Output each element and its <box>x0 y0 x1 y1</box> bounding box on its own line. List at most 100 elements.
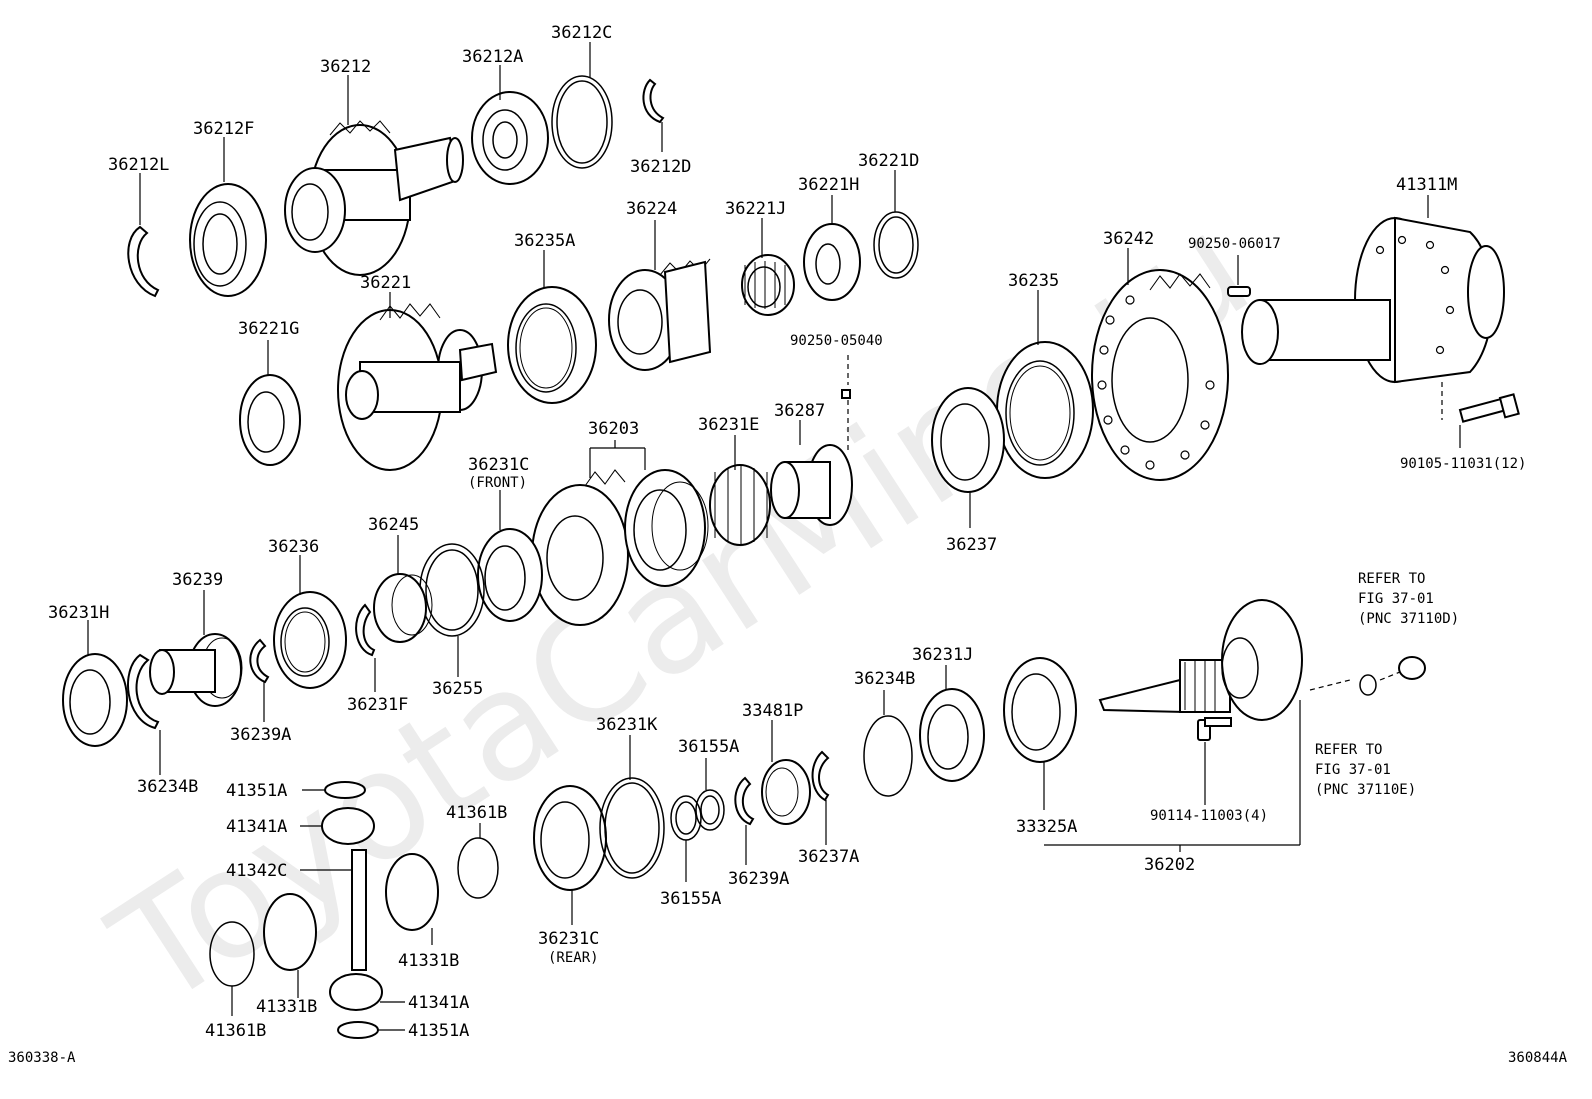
label-36231K: 36231K <box>596 715 658 735</box>
label-41331B-bottom: 41331B <box>256 997 317 1017</box>
part-refer-washer-37110E[interactable] <box>1359 674 1377 696</box>
part-36239A-snap-ring-mid[interactable] <box>734 776 755 826</box>
label-36231H: 36231H <box>48 603 109 623</box>
part-36221-gear[interactable] <box>337 303 498 471</box>
label-90250-05040: 90250-05040 <box>790 333 883 349</box>
label-36245: 36245 <box>368 515 419 535</box>
part-36212L-snap-ring[interactable] <box>127 225 160 298</box>
part-36239A-snap-ring-left[interactable] <box>249 638 270 684</box>
part-41331B-gear-bottom[interactable] <box>263 893 317 971</box>
part-labels: 36212 36212A 36212C 36212F 36212L 36212D… <box>48 23 1526 1041</box>
label-36287: 36287 <box>774 401 825 421</box>
part-36231H-bearing[interactable] <box>62 653 128 747</box>
label-36234B-right: 36234B <box>854 669 915 689</box>
part-36224-gear[interactable] <box>608 258 712 371</box>
part-41341A-pinion-top[interactable] <box>321 807 375 845</box>
label-36221H: 36221H <box>798 175 859 195</box>
label-41341A-bottom: 41341A <box>408 993 469 1013</box>
label-36212: 36212 <box>320 57 371 77</box>
label-refer1-line3: (PNC 37110D) <box>1358 611 1459 627</box>
part-36231F-snap-ring[interactable] <box>355 603 376 657</box>
part-41351A-washer-bottom[interactable] <box>337 1021 379 1039</box>
part-36231K-ring[interactable] <box>599 777 665 879</box>
part-36245-needle-bearing[interactable] <box>373 573 433 643</box>
label-33481P: 33481P <box>742 701 803 721</box>
label-36221D: 36221D <box>858 151 919 171</box>
label-36231C-front: 36231C <box>468 455 529 475</box>
part-36212C-snap-ring[interactable] <box>551 75 613 169</box>
part-36221H-bearing[interactable] <box>803 223 861 301</box>
label-36231F: 36231F <box>347 695 408 715</box>
part-36212-gear[interactable] <box>284 120 464 276</box>
label-90105-11031: 90105-11031(12) <box>1400 456 1526 472</box>
part-41342C-shaft[interactable] <box>351 849 367 971</box>
part-36212F-bearing[interactable] <box>189 183 267 297</box>
part-41341A-pinion-bottom[interactable] <box>329 973 383 1011</box>
part-36242-ring-gear[interactable] <box>1091 269 1229 481</box>
label-36239A-mid: 36239A <box>728 869 789 889</box>
part-90105-11031-bolt[interactable] <box>1458 393 1520 423</box>
part-36155A-washers[interactable] <box>670 789 725 841</box>
part-36236-ring[interactable] <box>273 591 347 689</box>
part-41311M-differential-case[interactable] <box>1241 216 1505 384</box>
part-41351A-washer-top[interactable] <box>324 781 366 799</box>
label-36231C-rear: 36231C <box>538 929 599 949</box>
label-41341A-top: 41341A <box>226 817 287 837</box>
part-36231C-rear-bearing[interactable] <box>533 785 607 891</box>
label-refer2-line2: FIG 37-01 <box>1315 762 1391 778</box>
label-41331B-top: 41331B <box>398 951 459 971</box>
label-41361B-bottom: 41361B <box>205 1021 266 1041</box>
label-36155A-top: 36155A <box>678 737 739 757</box>
part-36239-shaft[interactable] <box>149 633 243 707</box>
part-41331B-gear-top[interactable] <box>385 853 439 931</box>
label-36212D: 36212D <box>630 157 691 177</box>
label-36237A: 36237A <box>798 847 859 867</box>
label-41351A-bottom: 41351A <box>408 1021 469 1041</box>
label-41351A-top: 41351A <box>226 781 287 801</box>
part-36235-ring-gear[interactable] <box>996 341 1094 479</box>
label-33325A: 33325A <box>1016 817 1077 837</box>
label-refer1-line2: FIG 37-01 <box>1358 591 1434 607</box>
part-36234B-snap-ring-left[interactable] <box>127 653 160 730</box>
label-36224: 36224 <box>626 199 677 219</box>
part-36221G-bearing[interactable] <box>239 374 301 466</box>
part-refer-nut-37110D[interactable] <box>1398 656 1426 680</box>
label-36155A-bottom: 36155A <box>660 889 721 909</box>
part-36202-output-shaft[interactable] <box>1098 599 1303 721</box>
part-36231C-front-bearing[interactable] <box>477 528 543 622</box>
part-90250-06017-pin[interactable] <box>1227 286 1251 297</box>
label-36242: 36242 <box>1103 229 1154 249</box>
figure-code-left: 360338-A <box>8 1050 76 1066</box>
label-front-note: (FRONT) <box>468 475 527 491</box>
part-36237-plate[interactable] <box>931 387 1005 493</box>
part-33481P[interactable] <box>761 759 811 825</box>
label-36221G: 36221G <box>238 319 299 339</box>
label-36203: 36203 <box>588 419 639 439</box>
part-36221J-needle-bearing[interactable] <box>741 254 795 316</box>
label-36212C: 36212C <box>551 23 612 43</box>
part-36235A-ring[interactable] <box>507 286 597 404</box>
part-36212D-clip[interactable] <box>642 78 665 124</box>
part-36237A-snap-ring[interactable] <box>811 750 830 802</box>
part-36231E-needle-bearing[interactable] <box>709 464 771 546</box>
label-36212A: 36212A <box>462 47 523 67</box>
label-36202: 36202 <box>1144 855 1195 875</box>
label-36239: 36239 <box>172 570 223 590</box>
part-36212A-bearing[interactable] <box>471 91 549 185</box>
label-refer2-line1: REFER TO <box>1315 742 1382 758</box>
part-36221D-ring[interactable] <box>873 211 919 279</box>
label-36212F: 36212F <box>193 119 254 139</box>
label-36234B-left: 36234B <box>137 777 198 797</box>
part-36287-sleeve[interactable] <box>770 444 853 526</box>
part-36203-gear-set[interactable] <box>531 469 709 626</box>
label-36231J: 36231J <box>912 645 973 665</box>
part-36231J-bearing[interactable] <box>919 688 985 782</box>
part-90250-05040-pin[interactable] <box>841 389 851 399</box>
label-36235: 36235 <box>1008 271 1059 291</box>
part-33325A-seal[interactable] <box>1003 657 1077 763</box>
label-36237: 36237 <box>946 535 997 555</box>
part-41361B-washer-top[interactable] <box>457 837 499 899</box>
part-36234B-snap-ring-right[interactable] <box>863 715 913 797</box>
part-90114-11003-bolt[interactable] <box>1197 717 1232 741</box>
